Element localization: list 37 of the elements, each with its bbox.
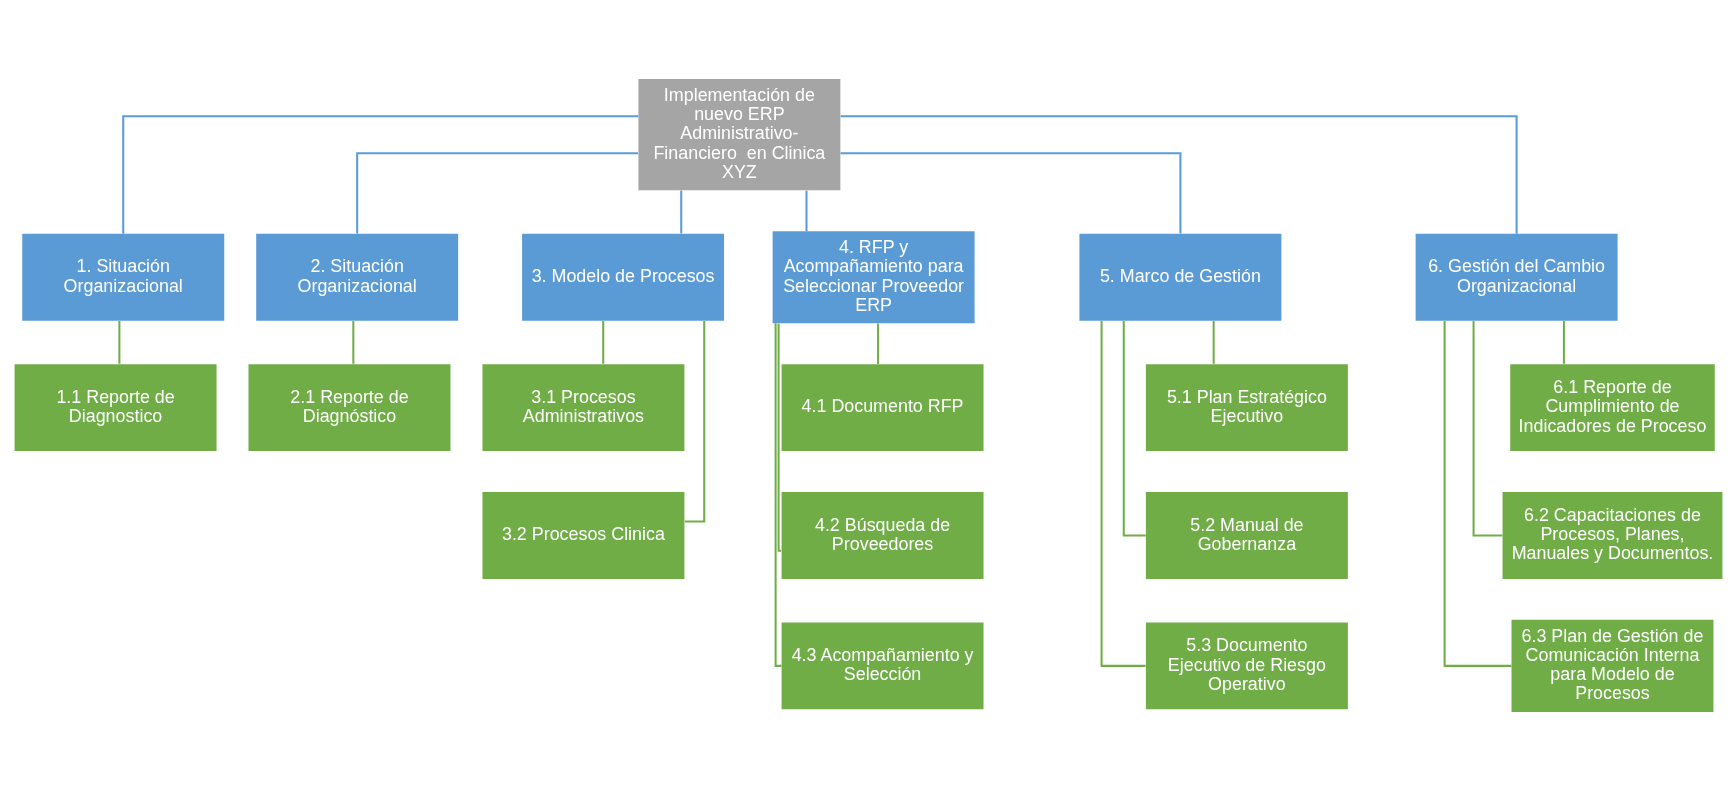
node-box: 5. Marco de Gestión (1078, 233, 1281, 321)
node-box: Implementación de nuevo ERP Administrativo-Financiero en Clinica XYZ (637, 79, 840, 191)
node-box: 5.2 Manual de Gobernanza (1145, 492, 1348, 579)
node-box: 5.3 Documento Ejecutivo de Riesgo Operativo (1145, 622, 1348, 710)
connector (1100, 321, 1146, 667)
node-box: 3. Modelo de Procesos (521, 233, 724, 321)
connector (121, 115, 638, 234)
connector (117, 321, 120, 364)
connector (601, 321, 604, 364)
connector (840, 115, 1518, 234)
connector (876, 323, 879, 365)
connector (1443, 321, 1511, 667)
node-box: 6. Gestión del Cambio Organizacional (1415, 233, 1618, 321)
node-box: 4.3 Acompañamiento y Selección (781, 622, 984, 710)
connector (774, 323, 781, 667)
node-box: 2.1 Reporte de Diagnóstico (248, 364, 450, 452)
connector (777, 323, 781, 552)
connector (840, 152, 1181, 234)
node-box: 6.2 Capacitaciones de Procesos, Planes, Manuales y Documentos. (1502, 492, 1722, 579)
connector (679, 190, 682, 234)
node-box: 4. RFP y Acompañamiento para Seleccionar Proveedor ERP (772, 231, 975, 324)
connector (1472, 321, 1502, 537)
node-box: 4.2 Búsqueda de Proveedores (781, 492, 984, 579)
connector (351, 321, 354, 364)
node-box: 1. Situación Organizacional (21, 233, 224, 321)
node-box: 3.2 Procesos Clinica (481, 492, 684, 579)
node-box: 3.1 Procesos Administrativos (481, 364, 684, 452)
connector (1212, 321, 1215, 364)
connector (1562, 321, 1565, 364)
node-box: 6.1 Reporte de Cumplimiento de Indicadores de Proceso (1509, 364, 1715, 452)
node-box: 5.1 Plan Estratégico Ejecutivo (1145, 364, 1348, 452)
node-box: 6.3 Plan de Gestión de Comunicación Interna para Modelo de Procesos (1511, 619, 1713, 712)
connector (355, 152, 638, 234)
connector (804, 190, 808, 232)
node-box: 1.1 Reporte de Diagnostico (14, 364, 217, 452)
node-box: 2. Situación Organizacional (255, 233, 458, 321)
node-box: 4.1 Documento RFP (781, 364, 984, 452)
